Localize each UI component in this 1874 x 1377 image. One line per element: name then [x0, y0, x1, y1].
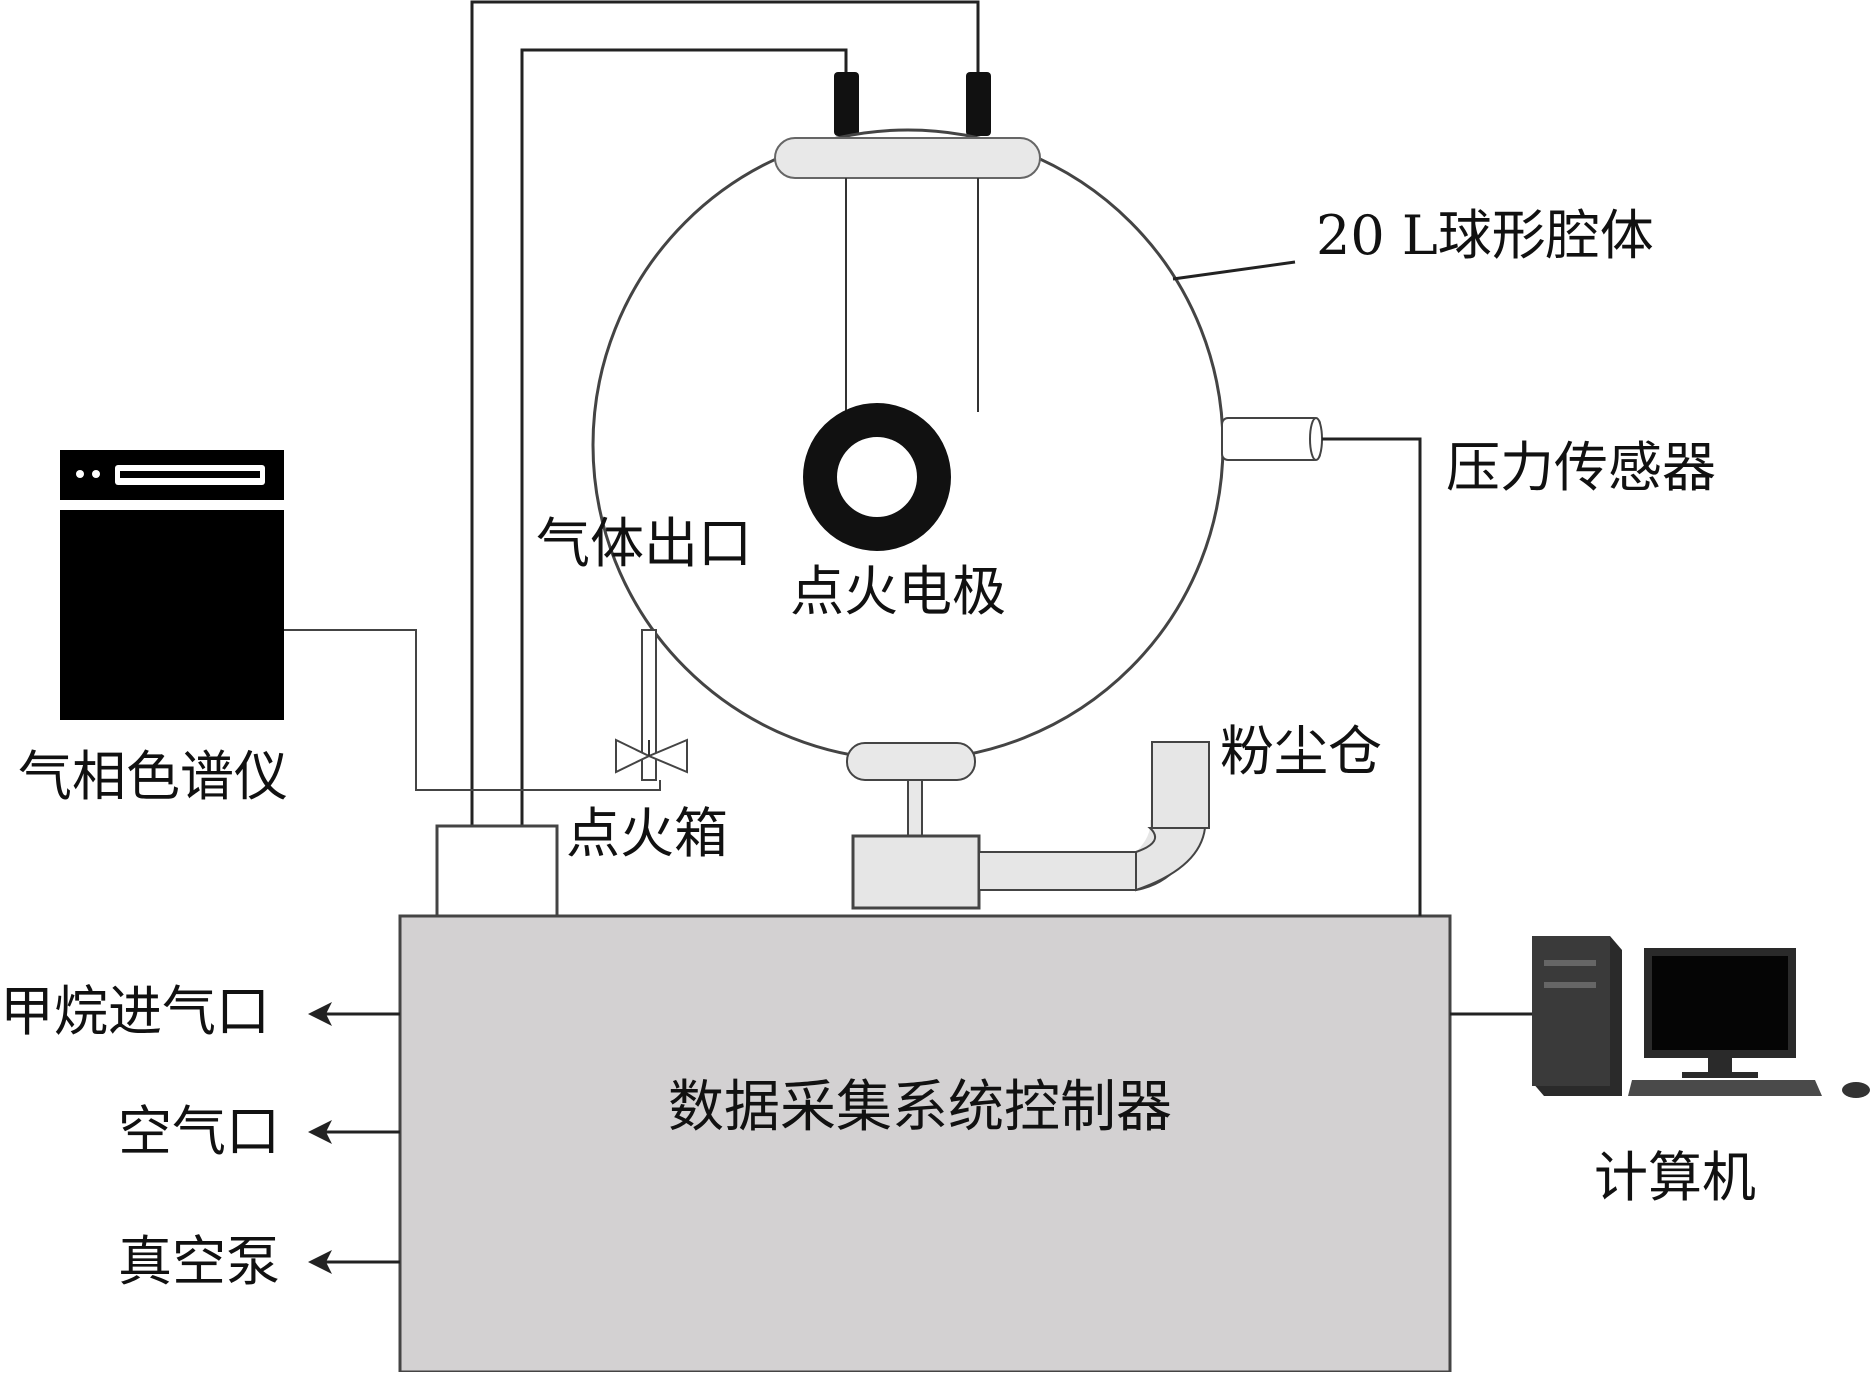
valve-icon-right	[646, 738, 688, 774]
left-arrow	[308, 1250, 332, 1274]
electrode-terminal-left	[834, 72, 859, 136]
gas-outlet-label: 气体出口	[536, 512, 752, 575]
left-arrow	[308, 1120, 332, 1144]
pressure-sensor-cap	[1309, 417, 1323, 461]
bottom-flange	[846, 742, 976, 781]
dust-chamber	[1151, 741, 1210, 829]
electrode-terminal-right	[966, 72, 991, 136]
electrode-wire-inner	[520, 48, 848, 830]
gc-body	[60, 510, 284, 720]
methane-inlet-label: 甲烷进气口	[0, 980, 270, 1043]
gc-connection-line	[284, 629, 661, 791]
air-port-label: 空气口	[118, 1100, 280, 1163]
electrode-wire-outer	[470, 0, 980, 830]
gc-led-1	[76, 470, 84, 478]
dust-chamber-elbow	[1135, 827, 1207, 892]
left-arrow	[308, 1002, 332, 1026]
dispersion-stem	[907, 779, 923, 837]
pressure-sensor	[1221, 417, 1321, 461]
sphere-leader-line	[1172, 260, 1296, 281]
vacuum-pump-label: 真空泵	[118, 1230, 280, 1293]
desktop-computer-icon	[1532, 936, 1870, 1098]
valve-icon	[615, 738, 652, 774]
ignition-electrode-label: 点火电极	[790, 560, 1006, 623]
pressure-sensor-wire	[1322, 437, 1422, 916]
gas-chromatograph-label: 气相色谱仪	[18, 745, 288, 808]
controller-label: 数据采集系统控制器	[668, 1075, 1172, 1140]
ignition-box-label: 点火箱	[566, 802, 728, 865]
controller-box	[398, 914, 1452, 1374]
gc-slot-inner	[120, 471, 260, 478]
computer-label: 计算机	[1594, 1146, 1756, 1209]
gc-led-2	[92, 470, 100, 478]
dust-chamber-label: 粉尘仓	[1220, 720, 1382, 783]
ignition-box	[435, 824, 559, 918]
top-flange	[774, 137, 1041, 179]
pressure-sensor-label: 压力传感器	[1446, 436, 1716, 499]
dust-pipe	[978, 851, 1137, 891]
ignition-electrode-ring	[803, 403, 951, 551]
sphere-label: 20 L球形腔体	[1316, 204, 1654, 267]
gas-outlet-tube	[641, 629, 657, 781]
dispersion-valve	[851, 834, 981, 910]
